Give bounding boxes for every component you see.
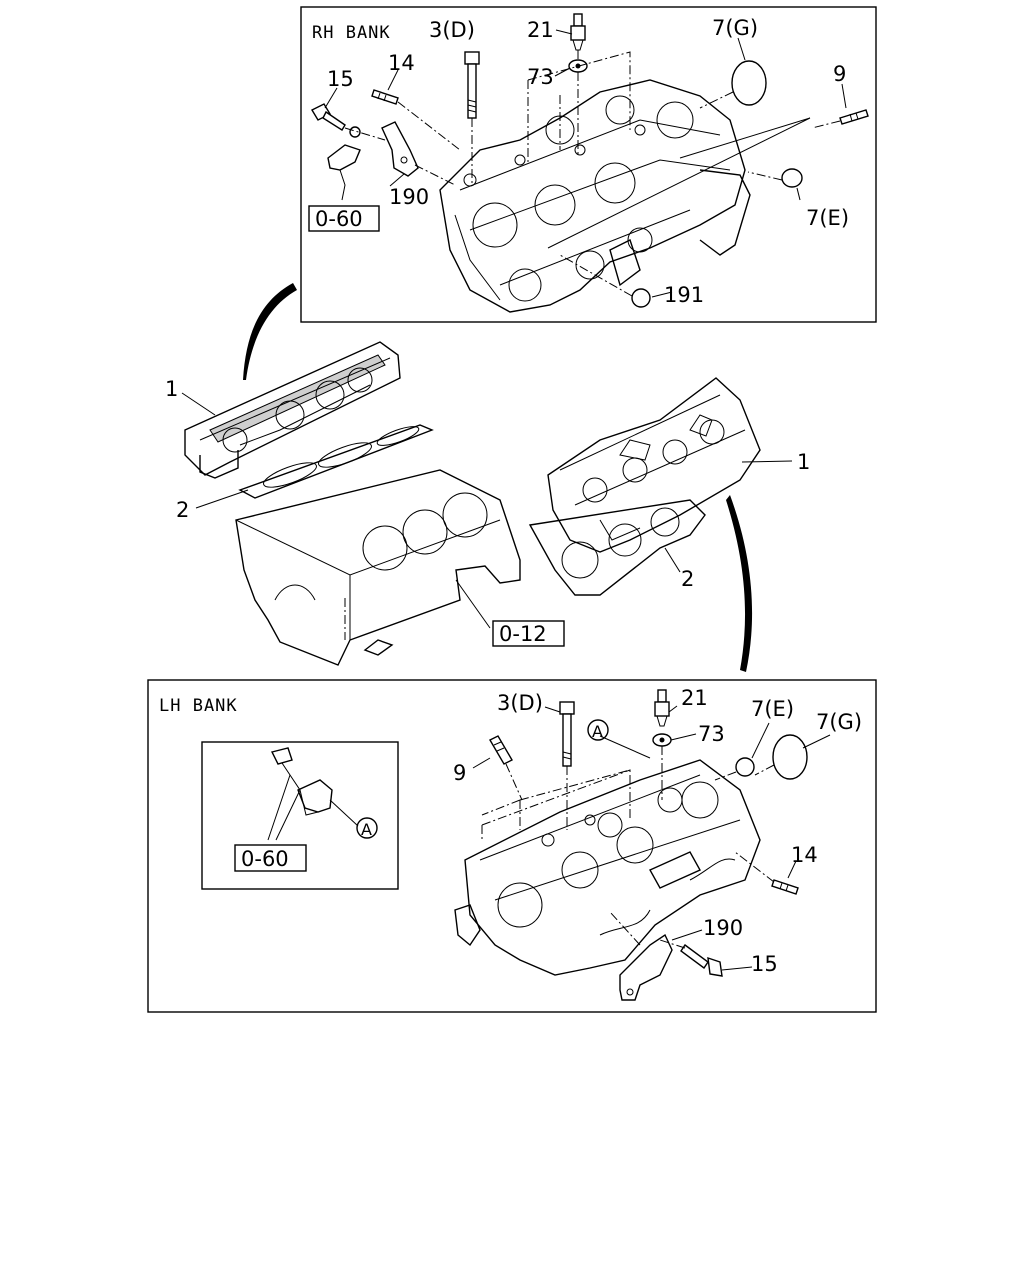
label-head-left-1: 1	[165, 377, 178, 401]
rh-sensor-bracket	[327, 144, 361, 201]
rh-stud-9	[547, 109, 869, 249]
lh-label-190: 190	[703, 916, 743, 940]
lh-callout-a: A	[587, 719, 609, 741]
rh-label-15: 15	[327, 67, 354, 91]
upper-curved-arrow	[243, 283, 297, 380]
lh-label-15: 15	[751, 952, 778, 976]
rh-bank-panel: RH BANK	[300, 6, 877, 323]
lh-bolt-15	[659, 939, 723, 977]
block-ref-box-0-12: 0-12	[492, 620, 565, 647]
engine-block	[235, 469, 521, 666]
rh-label-73: 73	[527, 65, 554, 89]
rh-ref-0-60: 0-60	[315, 207, 363, 231]
lh-cap-7g	[754, 734, 808, 780]
rh-bank-title: RH BANK	[312, 23, 391, 43]
rh-label-9: 9	[833, 62, 846, 86]
rh-cap-7g	[699, 60, 767, 109]
lh-bank-frame	[147, 679, 877, 1013]
rh-label-14: 14	[388, 51, 415, 75]
rh-spark-plug-21	[570, 13, 586, 60]
lh-bank-panel: LH BANK A 0-60	[147, 679, 877, 1013]
rh-label-7e: 7(E)	[806, 206, 849, 230]
lh-leader-lines	[472, 705, 831, 971]
lh-cap-7e	[714, 757, 755, 781]
lh-stud-14	[734, 851, 799, 895]
lh-spark-plug-21	[654, 689, 670, 727]
rh-label-7g: 7(G)	[712, 16, 758, 40]
lh-stud-9	[489, 735, 523, 801]
lh-bolt-3d	[559, 701, 575, 830]
lh-label-14: 14	[791, 843, 818, 867]
block-ref-0-12: 0-12	[499, 622, 547, 646]
label-gasket-left-2: 2	[176, 498, 189, 522]
label-head-right-1: 1	[797, 450, 810, 474]
lh-inset-box: A 0-60	[201, 741, 399, 890]
rh-leader-lines	[324, 29, 847, 298]
rh-bank-frame	[300, 6, 877, 323]
lh-cylinder-head	[454, 759, 761, 976]
lh-callout-a-text: A	[592, 722, 603, 741]
center-assembly: 0-12 1 2 1 2	[165, 283, 810, 672]
lh-inset-ref-0-60: 0-60	[241, 847, 289, 871]
rh-bracket-190	[381, 121, 456, 186]
rh-cylinder-head	[439, 79, 751, 313]
right-cylinder-head-1	[547, 377, 761, 553]
right-gasket-2	[528, 499, 706, 596]
lh-label-7e: 7(E)	[751, 697, 794, 721]
lh-label-3d: 3(D)	[497, 691, 543, 715]
rh-label-3d: 3(D)	[429, 18, 475, 42]
lh-label-73: 73	[698, 722, 725, 746]
label-gasket-right-2: 2	[681, 567, 694, 591]
lower-curved-arrow	[726, 495, 753, 672]
rh-bolt-15	[311, 103, 386, 141]
lh-inset-callout-a: A	[361, 820, 372, 839]
lh-label-21: 21	[681, 686, 708, 710]
rh-label-21: 21	[527, 18, 554, 42]
rh-bolt-3d	[464, 51, 480, 185]
rh-ref-box-0-60: 0-60	[308, 205, 380, 232]
lh-label-9: 9	[453, 761, 466, 785]
lh-bank-title: LH BANK	[159, 696, 238, 716]
left-cylinder-head-1	[184, 341, 401, 479]
left-gasket-2	[238, 424, 434, 499]
rh-plug-191	[559, 254, 651, 308]
rh-cap-7e	[747, 168, 803, 188]
rh-plug-seal-73	[568, 59, 588, 155]
rh-label-190: 190	[389, 185, 429, 209]
lh-plug-seal-73	[652, 733, 672, 800]
lh-bracket-190	[609, 911, 673, 1001]
rh-stud-14	[371, 89, 461, 151]
rh-label-191: 191	[664, 283, 704, 307]
lh-label-7g: 7(G)	[816, 710, 862, 734]
